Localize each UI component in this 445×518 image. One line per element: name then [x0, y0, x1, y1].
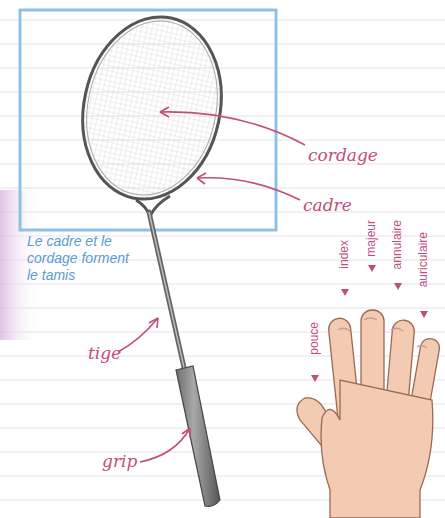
- finger-label: auriculaire: [417, 232, 430, 287]
- finger-markers: [311, 265, 428, 382]
- leader-lines: [118, 107, 305, 462]
- finger-label: index: [338, 240, 351, 269]
- hand: [297, 310, 441, 518]
- finger-label: annulaire: [391, 220, 404, 269]
- part-label: grip: [102, 452, 137, 471]
- note-text: Le cadre et le cordage forment le tamis: [27, 233, 137, 283]
- finger-label: pouce: [308, 322, 321, 355]
- part-label: cordage: [308, 146, 378, 165]
- finger-label: majeur: [365, 220, 378, 257]
- part-label: cadre: [303, 196, 352, 215]
- part-label: tige: [88, 344, 121, 363]
